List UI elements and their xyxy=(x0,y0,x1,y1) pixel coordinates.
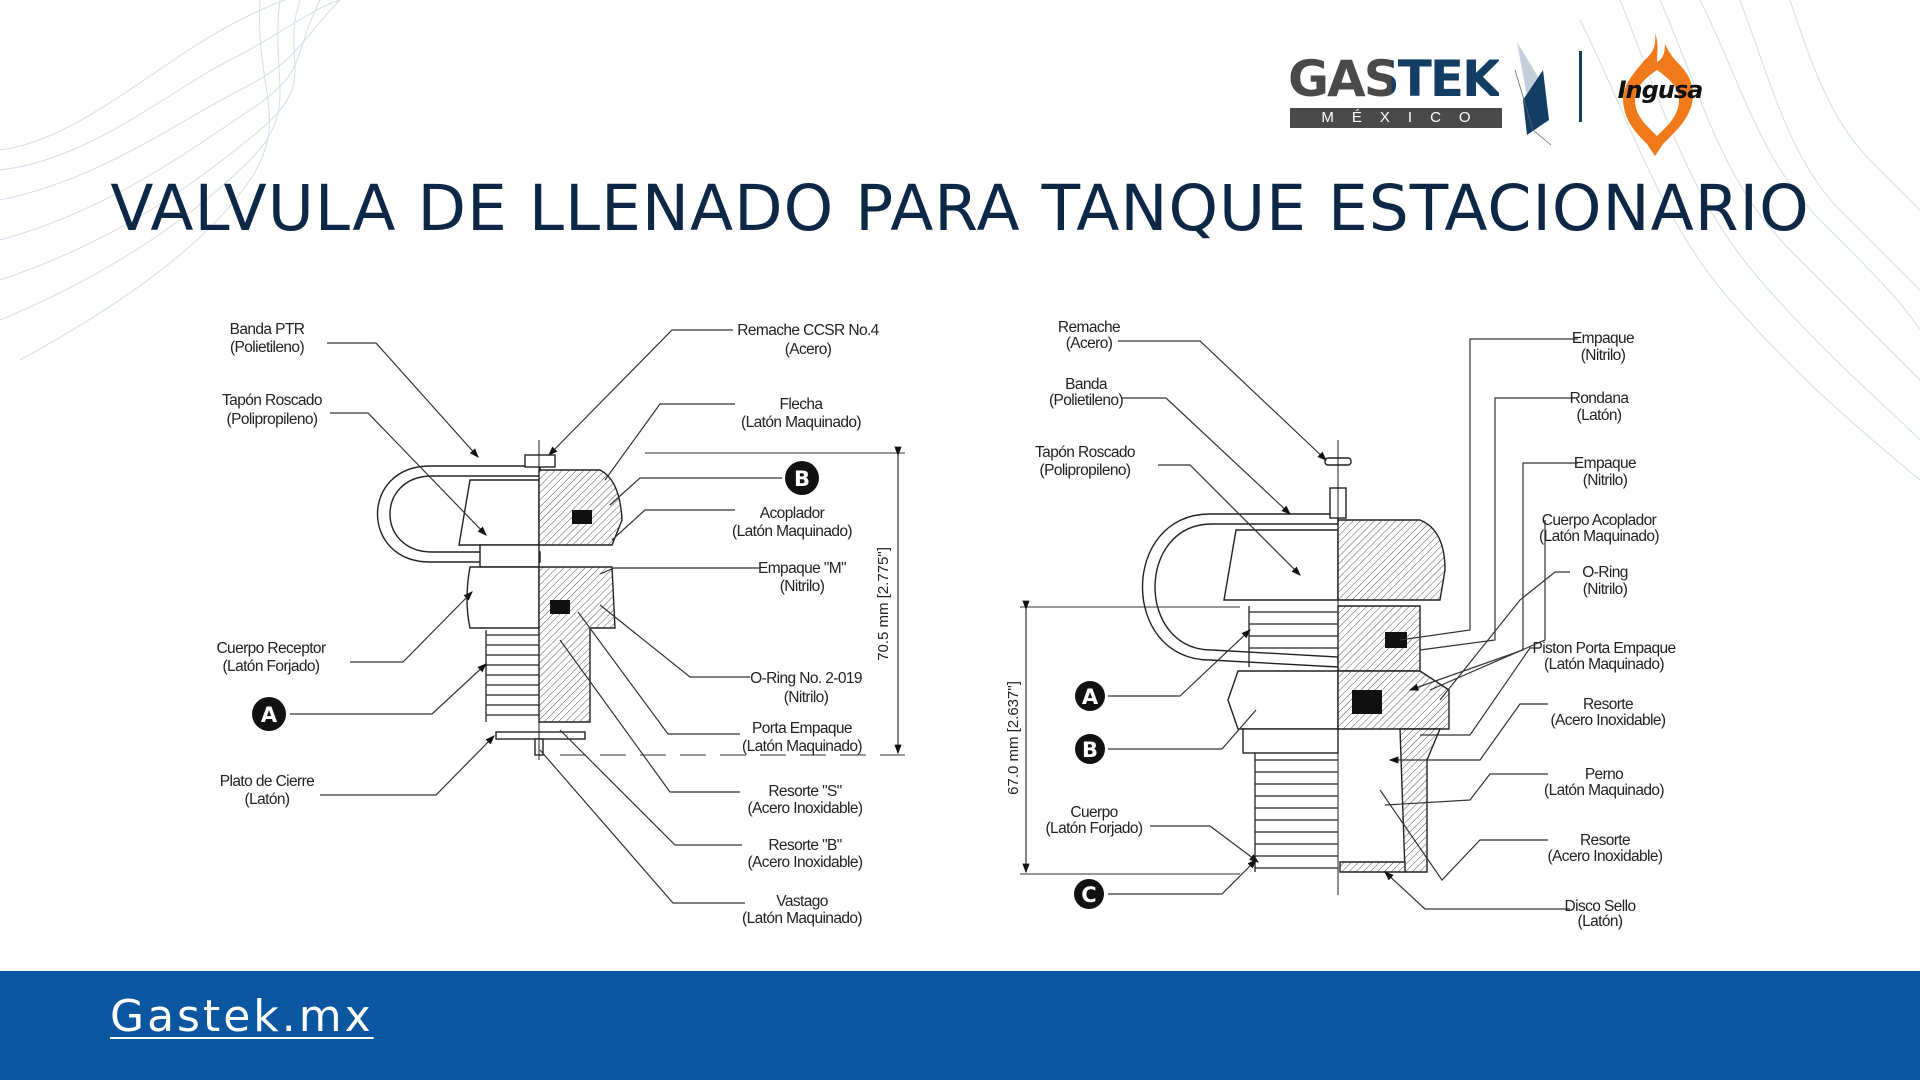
right-leader-lines xyxy=(1108,338,1578,910)
right-dimension-label: 67.0 mm [2.637"] xyxy=(1005,681,1022,795)
left-dimension-label: 70.5 mm [2.775"] xyxy=(875,547,892,661)
right-valve-drawing xyxy=(1020,440,1450,895)
svg-text:(Latón Forjado): (Latón Forjado) xyxy=(223,658,320,675)
svg-text:(Nitrilo): (Nitrilo) xyxy=(1583,472,1628,489)
svg-text:B: B xyxy=(1082,738,1098,762)
page-title: VALVULA DE LLENADO PARA TANQUE ESTACIONA… xyxy=(110,172,1810,245)
right-marker-c: C xyxy=(1074,879,1104,909)
svg-text:(Nitrilo): (Nitrilo) xyxy=(1583,581,1628,598)
gastek-logo: GASTEK xyxy=(1288,42,1552,146)
footer-bar: Gastek.mx xyxy=(0,971,1920,1080)
svg-text:Acoplador: Acoplador xyxy=(760,505,825,522)
svg-text:(Latón Maquinado): (Latón Maquinado) xyxy=(741,414,861,431)
svg-text:Flecha: Flecha xyxy=(780,396,824,413)
left-marker-a: A xyxy=(252,697,286,731)
svg-text:(Latón): (Latón) xyxy=(245,791,290,808)
logo-divider xyxy=(1579,51,1582,122)
svg-text:Resorte: Resorte xyxy=(1580,832,1630,849)
svg-text:Perno: Perno xyxy=(1585,766,1623,783)
svg-text:O-Ring No. 2-019: O-Ring No. 2-019 xyxy=(750,670,862,687)
svg-text:Resorte "S": Resorte "S" xyxy=(768,783,841,800)
right-marker-a: A xyxy=(1075,681,1105,711)
svg-text:Plato de Cierre: Plato de Cierre xyxy=(220,773,314,790)
svg-text:(Polipropileno): (Polipropileno) xyxy=(1040,462,1131,479)
ingusa-logo: Ingusa xyxy=(1617,76,1704,104)
svg-text:(Latón Maquinado): (Latón Maquinado) xyxy=(1544,782,1664,799)
gastek-website-link[interactable]: Gastek.mx xyxy=(110,991,374,1042)
gastek-crystal-icon xyxy=(1514,42,1552,146)
svg-text:(Latón Maquinado): (Latón Maquinado) xyxy=(1539,528,1659,545)
svg-text:(Nitrilo): (Nitrilo) xyxy=(780,578,825,595)
svg-text:O-Ring: O-Ring xyxy=(1582,564,1628,581)
svg-text:Remache: Remache xyxy=(1058,319,1120,336)
svg-text:C: C xyxy=(1081,883,1096,907)
svg-text:(Acero Inoxidable): (Acero Inoxidable) xyxy=(1551,712,1666,729)
svg-text:(Polietileno): (Polietileno) xyxy=(1049,392,1123,409)
svg-text:Cuerpo Acoplador: Cuerpo Acoplador xyxy=(1542,512,1657,529)
svg-text:(Nitrilo): (Nitrilo) xyxy=(784,689,829,706)
svg-text:A: A xyxy=(1082,685,1099,709)
svg-text:(Latón): (Latón) xyxy=(1577,407,1622,424)
right-labels: Remache(Acero) Banda(Polietileno) Tapón … xyxy=(1035,319,1676,930)
svg-text:(Acero Inoxidable): (Acero Inoxidable) xyxy=(748,854,863,871)
svg-text:(Acero Inoxidable): (Acero Inoxidable) xyxy=(748,800,863,817)
svg-text:(Latón Forjado): (Latón Forjado) xyxy=(1046,820,1143,837)
svg-text:(Polietileno): (Polietileno) xyxy=(230,339,304,356)
svg-text:Tapón Roscado: Tapón Roscado xyxy=(1035,444,1135,461)
svg-text:Tapón Roscado: Tapón Roscado xyxy=(222,392,322,409)
svg-text:(Latón): (Latón) xyxy=(1578,913,1623,930)
svg-text:(Acero): (Acero) xyxy=(1066,335,1113,352)
svg-text:Cuerpo Receptor: Cuerpo Receptor xyxy=(216,640,325,657)
svg-text:(Nitrilo): (Nitrilo) xyxy=(1581,347,1626,364)
svg-text:(Latón Maquinado): (Latón Maquinado) xyxy=(1544,656,1664,673)
svg-text:A: A xyxy=(261,703,278,727)
svg-text:Piston Porta Empaque: Piston Porta Empaque xyxy=(1532,640,1675,657)
svg-text:Porta Empaque: Porta Empaque xyxy=(752,720,852,737)
svg-text:Empaque: Empaque xyxy=(1574,455,1636,472)
svg-text:Banda PTR: Banda PTR xyxy=(230,321,305,338)
svg-text:Resorte "B": Resorte "B" xyxy=(768,837,841,854)
svg-text:(Latón Maquinado): (Latón Maquinado) xyxy=(742,910,862,927)
svg-text:Banda: Banda xyxy=(1065,376,1108,393)
ingusa-flame-icon xyxy=(1623,34,1693,156)
svg-text:Disco Sello: Disco Sello xyxy=(1565,898,1636,915)
svg-text:Remache CCSR No.4: Remache CCSR No.4 xyxy=(737,322,879,339)
left-marker-b: B xyxy=(785,461,819,495)
svg-text:B: B xyxy=(794,467,810,491)
svg-text:(Acero Inoxidable): (Acero Inoxidable) xyxy=(1548,848,1663,865)
svg-text:Rondana: Rondana xyxy=(1570,390,1630,407)
right-marker-b: B xyxy=(1075,734,1105,764)
svg-text:Empaque: Empaque xyxy=(1572,330,1634,347)
gastek-logo-sub: MÉXICO xyxy=(1321,109,1489,126)
svg-text:(Polipropileno): (Polipropileno) xyxy=(227,411,318,428)
left-leader-lines xyxy=(290,329,782,904)
svg-text:(Latón Maquinado): (Latón Maquinado) xyxy=(742,738,862,755)
left-valve-drawing xyxy=(376,440,905,760)
svg-text:(Latón Maquinado): (Latón Maquinado) xyxy=(732,523,852,540)
svg-text:Empaque "M": Empaque "M" xyxy=(758,560,846,577)
svg-text:Resorte: Resorte xyxy=(1583,696,1633,713)
svg-text:Cuerpo: Cuerpo xyxy=(1070,804,1117,821)
svg-text:(Acero): (Acero) xyxy=(785,341,832,358)
left-labels: Banda PTR(Polietileno) Tapón Roscado (Pol… xyxy=(216,321,880,927)
svg-text:Vastago: Vastago xyxy=(776,893,828,910)
gastek-logo-text: GASTEK xyxy=(1288,50,1501,108)
